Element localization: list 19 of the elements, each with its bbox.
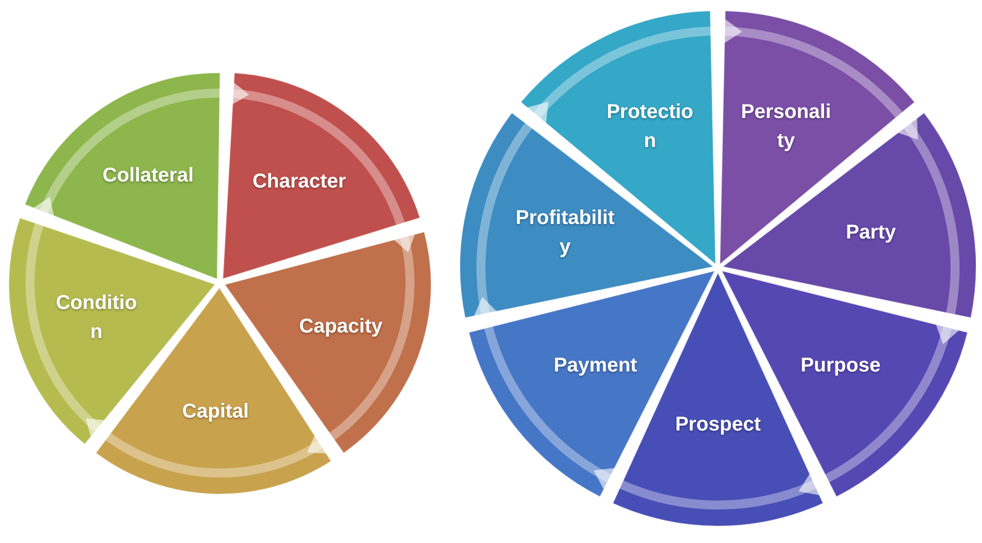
segment-label: Collateral <box>102 164 194 189</box>
cycle-arrow <box>534 16 742 117</box>
segment-label: Party <box>846 220 896 246</box>
cycle-arrow <box>85 419 323 478</box>
segment-label: Character <box>252 169 346 194</box>
pie-segment <box>223 73 420 280</box>
pie-segment <box>25 72 220 279</box>
cycle-arrow <box>476 101 548 314</box>
segment-label: Prospect <box>675 412 761 438</box>
segment-label: Protectio n <box>606 100 694 154</box>
segment-label: Capital <box>182 399 249 424</box>
segment-label: Purpose <box>800 353 881 378</box>
segment-label: Capacity <box>299 314 383 340</box>
segment-label: Profitabilit y <box>516 206 615 260</box>
segment-label: Payment <box>554 353 638 378</box>
cycle-arrow <box>308 236 414 454</box>
segment-label: Conditio n <box>56 291 137 346</box>
segment-label: Personali ty <box>741 100 832 154</box>
pie-segment <box>720 10 915 264</box>
